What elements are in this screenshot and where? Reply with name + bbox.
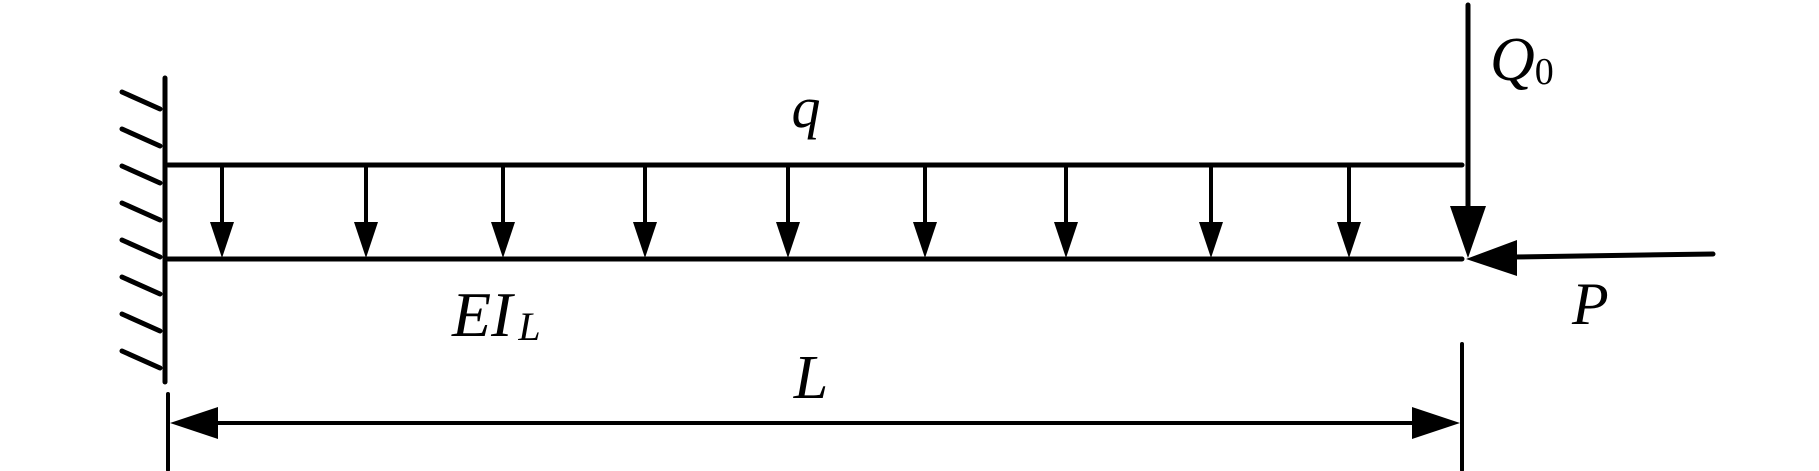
wall-hatching: [119, 89, 163, 371]
hatch-mark: [119, 163, 163, 186]
distributed-load-arrows: [210, 165, 1361, 258]
dimension-arrowhead-right: [1412, 407, 1460, 439]
hatch-mark: [119, 200, 163, 223]
hatch-mark: [119, 274, 163, 297]
stiffness-label-main: EI: [451, 279, 515, 350]
axial-load-arrowhead: [1466, 240, 1517, 276]
distributed-load-arrowhead: [1337, 222, 1361, 258]
distributed-load-arrowhead: [1199, 222, 1223, 258]
distributed-load-arrowhead: [913, 222, 937, 258]
axial-load-shaft: [1510, 251, 1716, 260]
distributed-load-arrowhead: [633, 222, 657, 258]
axial-load-p: [1466, 240, 1716, 276]
point-load-label-subscript: 0: [1535, 51, 1554, 93]
point-load-q0: [1450, 2, 1486, 258]
hatch-mark: [119, 126, 163, 149]
hatch-mark: [119, 89, 163, 112]
hatch-mark: [119, 237, 163, 260]
distributed-load-arrowhead: [1054, 222, 1078, 258]
distributed-load-arrow: [776, 165, 800, 258]
distributed-load: [165, 162, 1465, 258]
axial-load-label: P: [1571, 271, 1609, 337]
distributed-load-arrow: [210, 165, 234, 258]
stiffness-label-subscript: L: [517, 304, 540, 349]
distributed-load-arrow: [491, 165, 515, 258]
fixed-support: [119, 75, 168, 385]
distributed-load-arrowhead: [210, 222, 234, 258]
distributed-load-label: q: [792, 75, 821, 140]
length-dimension: [166, 342, 1464, 471]
point-load-label: Q0: [1490, 26, 1554, 94]
dimension-arrowhead-left: [170, 407, 218, 439]
distributed-load-arrowhead: [776, 222, 800, 258]
distributed-load-arrow: [1337, 165, 1361, 258]
point-load-label-main: Q: [1490, 26, 1535, 94]
hatch-mark: [119, 311, 163, 334]
distributed-load-arrow: [354, 165, 378, 258]
distributed-load-arrow: [633, 165, 657, 258]
point-load-arrowhead: [1450, 206, 1486, 258]
distributed-load-arrow: [913, 165, 937, 258]
length-label: L: [793, 344, 828, 412]
hatch-mark: [119, 348, 163, 371]
distributed-load-arrow: [1199, 165, 1223, 258]
distributed-load-arrow: [1054, 165, 1078, 258]
distributed-load-arrowhead: [491, 222, 515, 258]
distributed-load-arrowhead: [354, 222, 378, 258]
